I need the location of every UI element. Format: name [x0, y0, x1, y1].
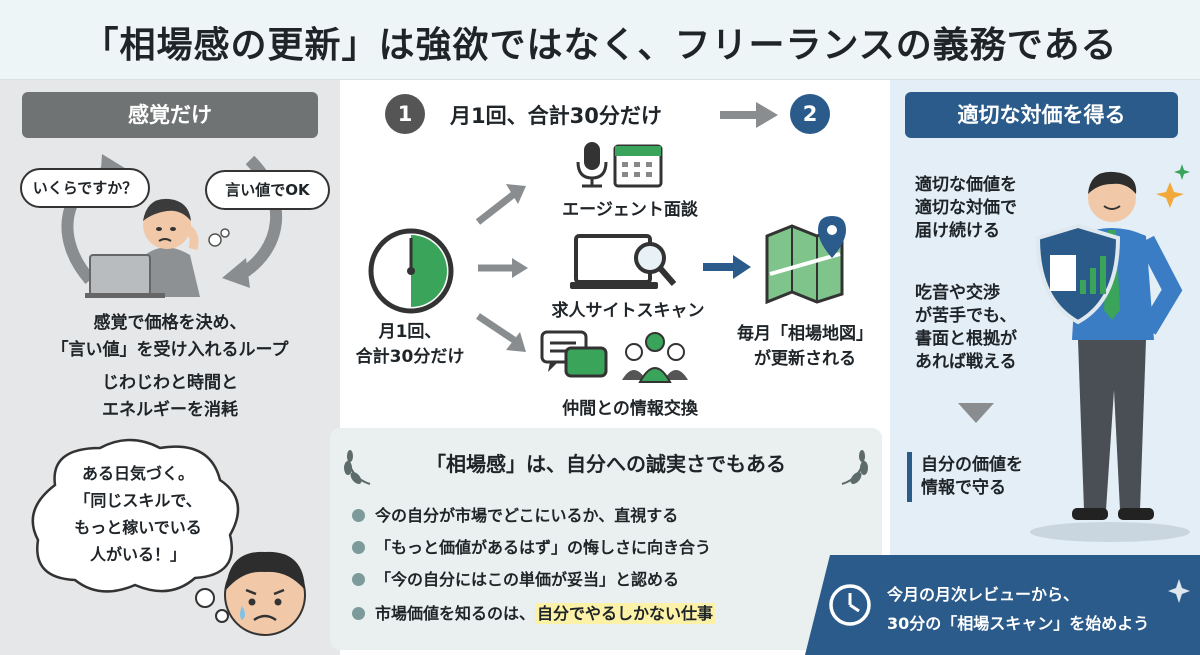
sparkle-icon: [1168, 579, 1190, 603]
list-item: 今の自分が市場でどこにいるか、直視する: [352, 502, 678, 526]
laurel-left-icon: [344, 450, 371, 485]
call-to-action-banner: 今月の月次レビューから、 30分の「相場スキャン」を始めよう: [805, 555, 1200, 655]
value-text: 適切な価値を 適切な対価で 届け続ける: [915, 175, 1017, 241]
map-arrow-icon: [703, 255, 751, 279]
highlight-text: 自分でやるしかない仕事: [535, 603, 716, 624]
protect-text: 自分の価値を 情報で守る: [921, 455, 1023, 498]
negotiation-text: 吃音や交渉 が苦手でも、 書面と根拠が あれば戦える: [915, 283, 1017, 372]
step-2-badge: 2: [790, 94, 830, 134]
clock-icon: [829, 584, 871, 626]
accent-bar: [907, 452, 912, 502]
bullet-icon: [352, 541, 365, 554]
method-job-site-scan: 求人サイトスキャン: [551, 301, 705, 321]
honesty-heading: 「相場感」は、自分への誠実さでもある: [426, 452, 786, 476]
speech-bubble-ok: 言い値でOK: [205, 170, 330, 210]
worried-face-icon: [224, 551, 306, 636]
page-title: 「相場感の更新」は強欲ではなく、フリーランスの義務である: [82, 25, 1118, 66]
bullet-icon: [352, 607, 365, 620]
left-header: 感覚だけ: [22, 92, 318, 138]
map-caption: 毎月「相場地図」 が更新される: [737, 324, 873, 369]
speech-bubble-question: いくらですか？: [20, 168, 150, 208]
step-arrow-icon: [720, 102, 778, 128]
down-triangle-icon: [958, 403, 994, 423]
clock-caption: 月1回、 合計30分だけ: [355, 322, 465, 367]
step-label: 月1回、合計30分だけ: [450, 104, 662, 128]
list-item: 市場価値を知るのは、自分でやるしかない仕事: [352, 600, 716, 624]
thought-cloud-icon: [31, 438, 240, 623]
step-1-badge: 1: [385, 94, 425, 134]
microphone-icon: [576, 142, 608, 188]
cta-line-2: 30分の「相場スキャン」を始めよう: [887, 614, 1150, 633]
fan-out-arrows-icon: [475, 184, 528, 352]
loop-description: 感覚で価格を決め、 「言い値」を受け入れるループ: [51, 313, 289, 360]
method-peer-exchange: 仲間との情報交換: [562, 399, 698, 419]
realization-text: ある日気づく。 「同じスキルで、 もっと稼いでいる 人がいる！」: [74, 464, 202, 564]
drain-description: じわじわと時間と エネルギーを消耗: [102, 373, 238, 420]
bullet-icon: [352, 573, 365, 586]
group-people-icon: [622, 332, 688, 383]
map-pin-icon: [765, 216, 846, 304]
chat-bubbles-icon: [540, 330, 608, 378]
tired-person-laptop-icon: [85, 198, 230, 298]
confident-person-shield-icon: [1030, 164, 1190, 542]
calendar-icon: [613, 144, 663, 188]
right-header: 適切な対価を得る: [905, 92, 1178, 138]
honesty-panel: 「相場感」は、自分への誠実さでもある 今の自分が市場でどこにいるか、直視する 「…: [330, 428, 882, 650]
clock-icon: [368, 228, 454, 314]
list-item: 「今の自分にはこの単価が妥当」と認める: [352, 566, 679, 590]
laurel-right-icon: [841, 450, 868, 485]
method-agent-interview: エージェント面談: [562, 200, 698, 220]
laptop-search-icon: [570, 234, 677, 289]
cta-line-1: 今月の月次レビューから、: [887, 585, 1080, 604]
bullet-icon: [352, 509, 365, 522]
list-item: 「もっと価値があるはず」の悔しさに向き合う: [352, 534, 711, 558]
title-bar: 「相場感の更新」は強欲ではなく、フリーランスの義務である: [0, 0, 1200, 80]
